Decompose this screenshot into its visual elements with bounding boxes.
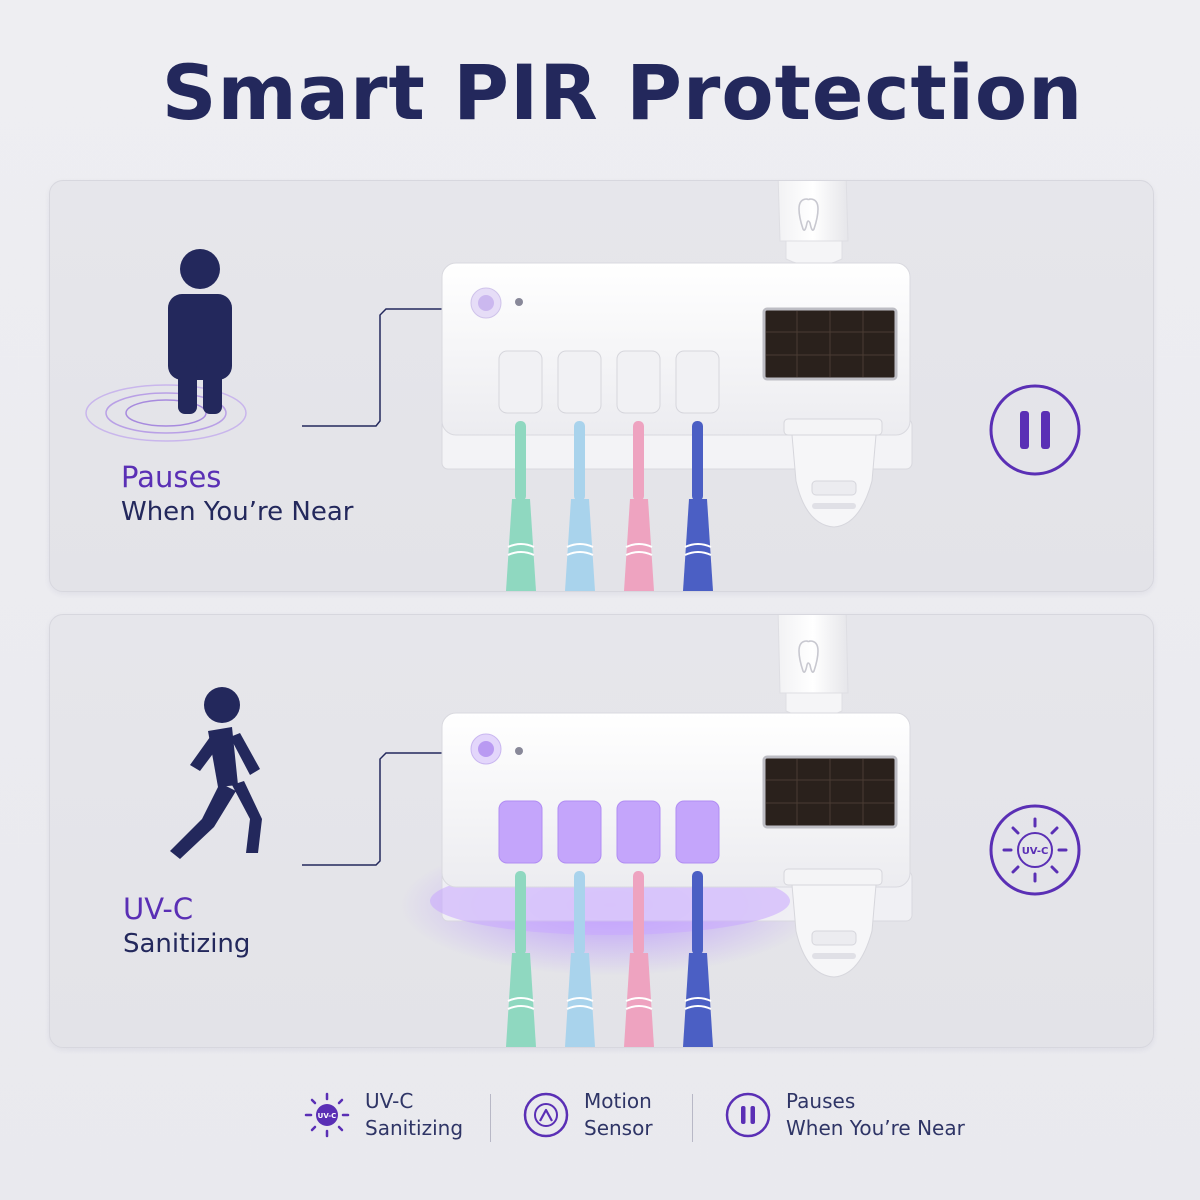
footer-pause-line2: When You’re Near: [786, 1116, 965, 1140]
toothbrush-mint: [506, 421, 536, 591]
footer-pause-line1: Pauses: [786, 1089, 856, 1113]
footer-uvc-line2: Sanitizing: [365, 1116, 464, 1140]
panel-uvc: UV-C UV-C Sanitizing: [49, 614, 1154, 1048]
footer-uvc-badge: UV-C: [318, 1112, 337, 1120]
connector-line: [302, 308, 468, 427]
state-subtitle-uvc: Sanitizing: [123, 929, 251, 959]
walking-person-icon: [170, 687, 262, 859]
pause-icon: [725, 1092, 771, 1138]
panel-pauses-illustration: [85, 181, 1081, 591]
footer-divider: [490, 1094, 491, 1142]
pause-icon: [989, 384, 1081, 476]
motion-sensor-icon: [523, 1092, 569, 1138]
toothbrush-blue: [683, 421, 713, 591]
toothbrush-pink: [624, 871, 654, 1047]
panel-uvc-illustration: UV-C: [170, 615, 1081, 1047]
uvc-sun-icon: UV-C: [989, 804, 1081, 896]
panel-pauses: Pauses When You’re Near: [49, 180, 1154, 592]
footer-motion-line1: Motion: [584, 1089, 652, 1113]
footer-uvc-line1: UV-C: [365, 1089, 414, 1113]
standing-person-icon: [85, 249, 247, 442]
toothbrush-blue: [683, 871, 713, 1047]
toothbrush-sky: [565, 421, 595, 591]
state-title-pauses: Pauses: [121, 460, 222, 494]
uvc-sun-icon: UV-C: [304, 1092, 350, 1138]
connector-line: [302, 752, 468, 866]
footer-item-uvc: UV-C UV-C Sanitizing: [303, 1088, 463, 1142]
page-title: Smart PIR Protection: [161, 48, 1084, 137]
toothbrush-holder-device-uv: [400, 615, 913, 1047]
toothbrush-pink: [624, 421, 654, 591]
footer-item-pause: Pauses When You’re Near: [724, 1088, 965, 1142]
footer-motion-line2: Sensor: [584, 1116, 653, 1140]
footer-item-motion: Motion Sensor: [522, 1088, 653, 1142]
toothbrush-holder-device: [441, 181, 913, 591]
state-title-uvc: UV-C: [123, 892, 194, 926]
footer-divider: [692, 1094, 693, 1142]
uvc-badge: UV-C: [1022, 846, 1049, 857]
toothbrush-mint: [506, 871, 536, 1047]
state-subtitle-pauses: When You’re Near: [121, 497, 354, 527]
toothbrush-sky: [565, 871, 595, 1047]
